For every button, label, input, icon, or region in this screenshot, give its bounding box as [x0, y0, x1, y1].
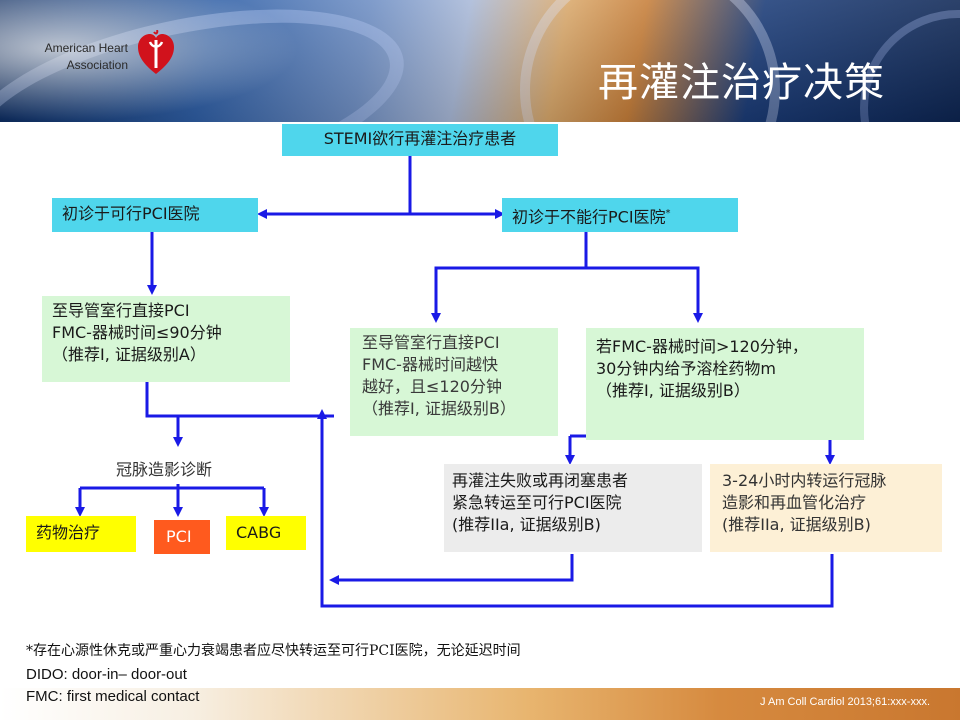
organization-name-line2: Association — [66, 58, 128, 72]
citation: J Am Coll Cardiol 2013;61:xxx-xxx. — [760, 696, 930, 708]
flow-node-text-line: 至导管室行直接PCI — [362, 333, 500, 352]
flow-node-text-line: （推荐I, 证据级别A） — [52, 345, 206, 364]
flow-node-text-line: 若FMC-器械时间>120分钟， — [596, 337, 808, 356]
option-pci: PCI — [154, 520, 210, 554]
flow-node-text: STEMI欲行再灌注治疗患者 — [323, 129, 517, 148]
flow-node-direct-pci-90: 至导管室行直接PCI FMC-器械时间≤90分钟 （推荐I, 证据级别A） — [42, 296, 290, 382]
flow-node-text-line: 紧急转运至可行PCI医院 — [452, 493, 622, 512]
flow-node-text-line: 再灌注失败或再闭塞患者 — [452, 471, 629, 490]
flow-node-reperfusion-failure: 再灌注失败或再闭塞患者 紧急转运至可行PCI医院 (推荐IIa, 证据级别B) — [444, 464, 702, 552]
option-text: CABG — [236, 523, 282, 542]
option-text: PCI — [166, 527, 192, 546]
footer-bar — [0, 688, 960, 720]
flow-node-stemi-patient: STEMI欲行再灌注治疗患者 — [282, 124, 558, 156]
footnote-marker: * — [665, 208, 671, 219]
option-medical-therapy: 药物治疗 — [26, 516, 136, 552]
footnote-cardiogenic-shock: *存在心源性休克或严重心力衰竭患者应尽快转运至可行PCI医院，无论延迟时间 — [26, 643, 521, 659]
flow-node-text-line: 越好，且≤120分钟 — [362, 377, 502, 396]
flow-node-text: 初诊于可行PCI医院 — [62, 204, 200, 223]
flow-node-text-line: FMC-器械时间≤90分钟 — [52, 323, 222, 342]
flow-node-direct-pci-120: 至导管室行直接PCI FMC-器械时间越快 越好，且≤120分钟 （推荐I, 证… — [350, 328, 558, 436]
flow-node-delayed-transfer: 3-24小时内转运行冠脉 造影和再血管化治疗 (推荐IIa, 证据级别B) — [710, 464, 942, 552]
flow-node-text-line: 3-24小时内转运行冠脉 — [722, 471, 887, 490]
footnote-fmc: FMC: first medical contact — [26, 688, 200, 705]
angiography-diagnosis-label: 冠脉造影诊断 — [116, 460, 213, 479]
banner-decoration — [520, 0, 780, 122]
flow-node-text: 初诊于不能行PCI医院 — [512, 207, 666, 227]
organization-name-line1: American Heart — [44, 41, 128, 55]
flow-node-text-line: FMC-器械时间越快 — [362, 355, 498, 374]
header-banner — [0, 0, 960, 122]
flow-node-text-line: （推荐I, 证据级别B） — [362, 399, 516, 418]
flow-node-non-pci-hospital: 初诊于不能行PCI医院* — [502, 198, 738, 232]
option-text: 药物治疗 — [36, 523, 101, 542]
flow-node-fibrinolysis: 若FMC-器械时间>120分钟， 30分钟内给予溶栓药物m （推荐I, 证据级别… — [586, 328, 864, 440]
flow-node-pci-capable-hospital: 初诊于可行PCI医院 — [52, 198, 258, 232]
flow-node-text-line: (推荐IIa, 证据级别B) — [722, 515, 871, 534]
flow-node-text-line: 30分钟内给予溶栓药物m — [596, 359, 776, 378]
footnote-dido: DIDO: door-in– door-out — [26, 666, 187, 683]
flow-node-text-line: （推荐I, 证据级别B） — [596, 381, 750, 400]
flow-node-text-line: (推荐IIa, 证据级别B) — [452, 515, 601, 534]
option-cabg: CABG — [226, 516, 306, 550]
flow-node-text-line: 至导管室行直接PCI — [52, 301, 190, 320]
flow-node-text-line: 造影和再血管化治疗 — [722, 493, 867, 512]
slide-title: 再灌注治疗决策 — [598, 60, 885, 106]
organization-name: American Heart Association — [28, 40, 128, 74]
aha-heart-torch-logo — [138, 30, 174, 74]
